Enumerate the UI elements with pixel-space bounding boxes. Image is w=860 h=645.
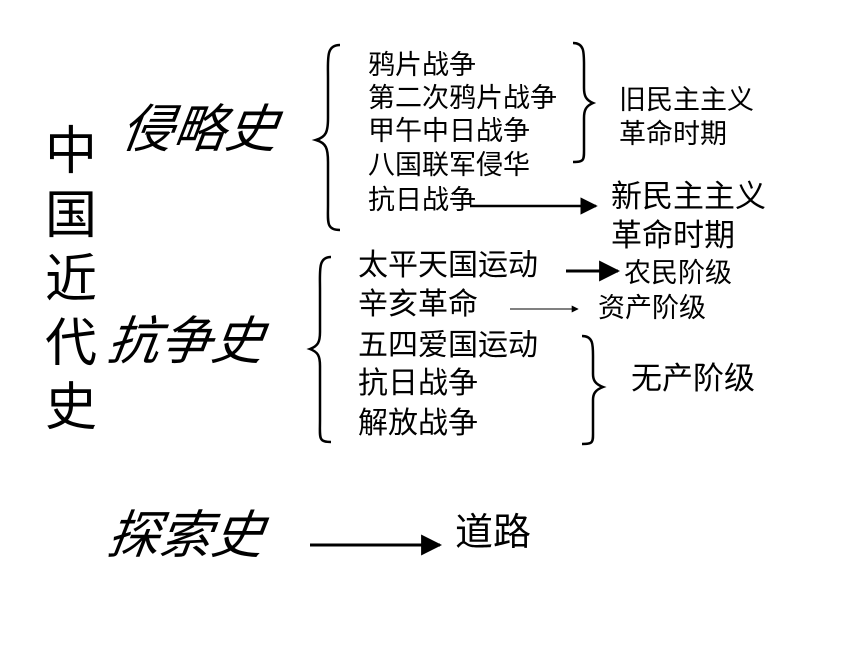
- invasion-item: 第二次鸦片战争: [368, 83, 557, 114]
- road-label: 道路: [455, 510, 532, 554]
- resistance-item: 太平天国运动: [358, 248, 538, 283]
- title-char: 国: [44, 186, 97, 246]
- invasion-item: 八国联军侵华: [368, 150, 530, 181]
- title-char: 近: [44, 250, 97, 310]
- new-democratic-period-line2: 革命时期: [611, 218, 735, 254]
- old-period-right-brace: [572, 41, 597, 164]
- proletariat-right-brace: [581, 334, 607, 446]
- title-char: 代: [44, 314, 97, 374]
- invasion-left-brace: [311, 43, 341, 232]
- resistance-item: 解放战争: [358, 406, 478, 441]
- old-democratic-period-line1: 旧民主主义: [619, 85, 754, 116]
- resistance-item: 辛亥革命: [358, 287, 478, 322]
- title-char: 史: [44, 378, 97, 438]
- invasion-item: 抗日战争: [368, 185, 476, 216]
- old-democratic-period-line2: 革命时期: [619, 119, 727, 150]
- proletariat-class-label: 无产阶级: [631, 361, 755, 397]
- resistance-item: 抗日战争: [358, 366, 478, 401]
- invasion-item: 鸦片战争: [368, 50, 476, 81]
- resistance-left-brace: [306, 255, 332, 444]
- main-title: 中 国 近 代 史: [40, 120, 102, 440]
- new-democratic-period-line1: 新民主主义: [611, 179, 766, 215]
- resistance-item: 五四爱国运动: [358, 328, 538, 363]
- invasion-item: 甲午中日战争: [368, 116, 530, 147]
- title-char: 中: [44, 122, 97, 182]
- bourgeois-class-label: 资产阶级: [598, 293, 706, 324]
- peasant-class-label: 农民阶级: [624, 258, 732, 289]
